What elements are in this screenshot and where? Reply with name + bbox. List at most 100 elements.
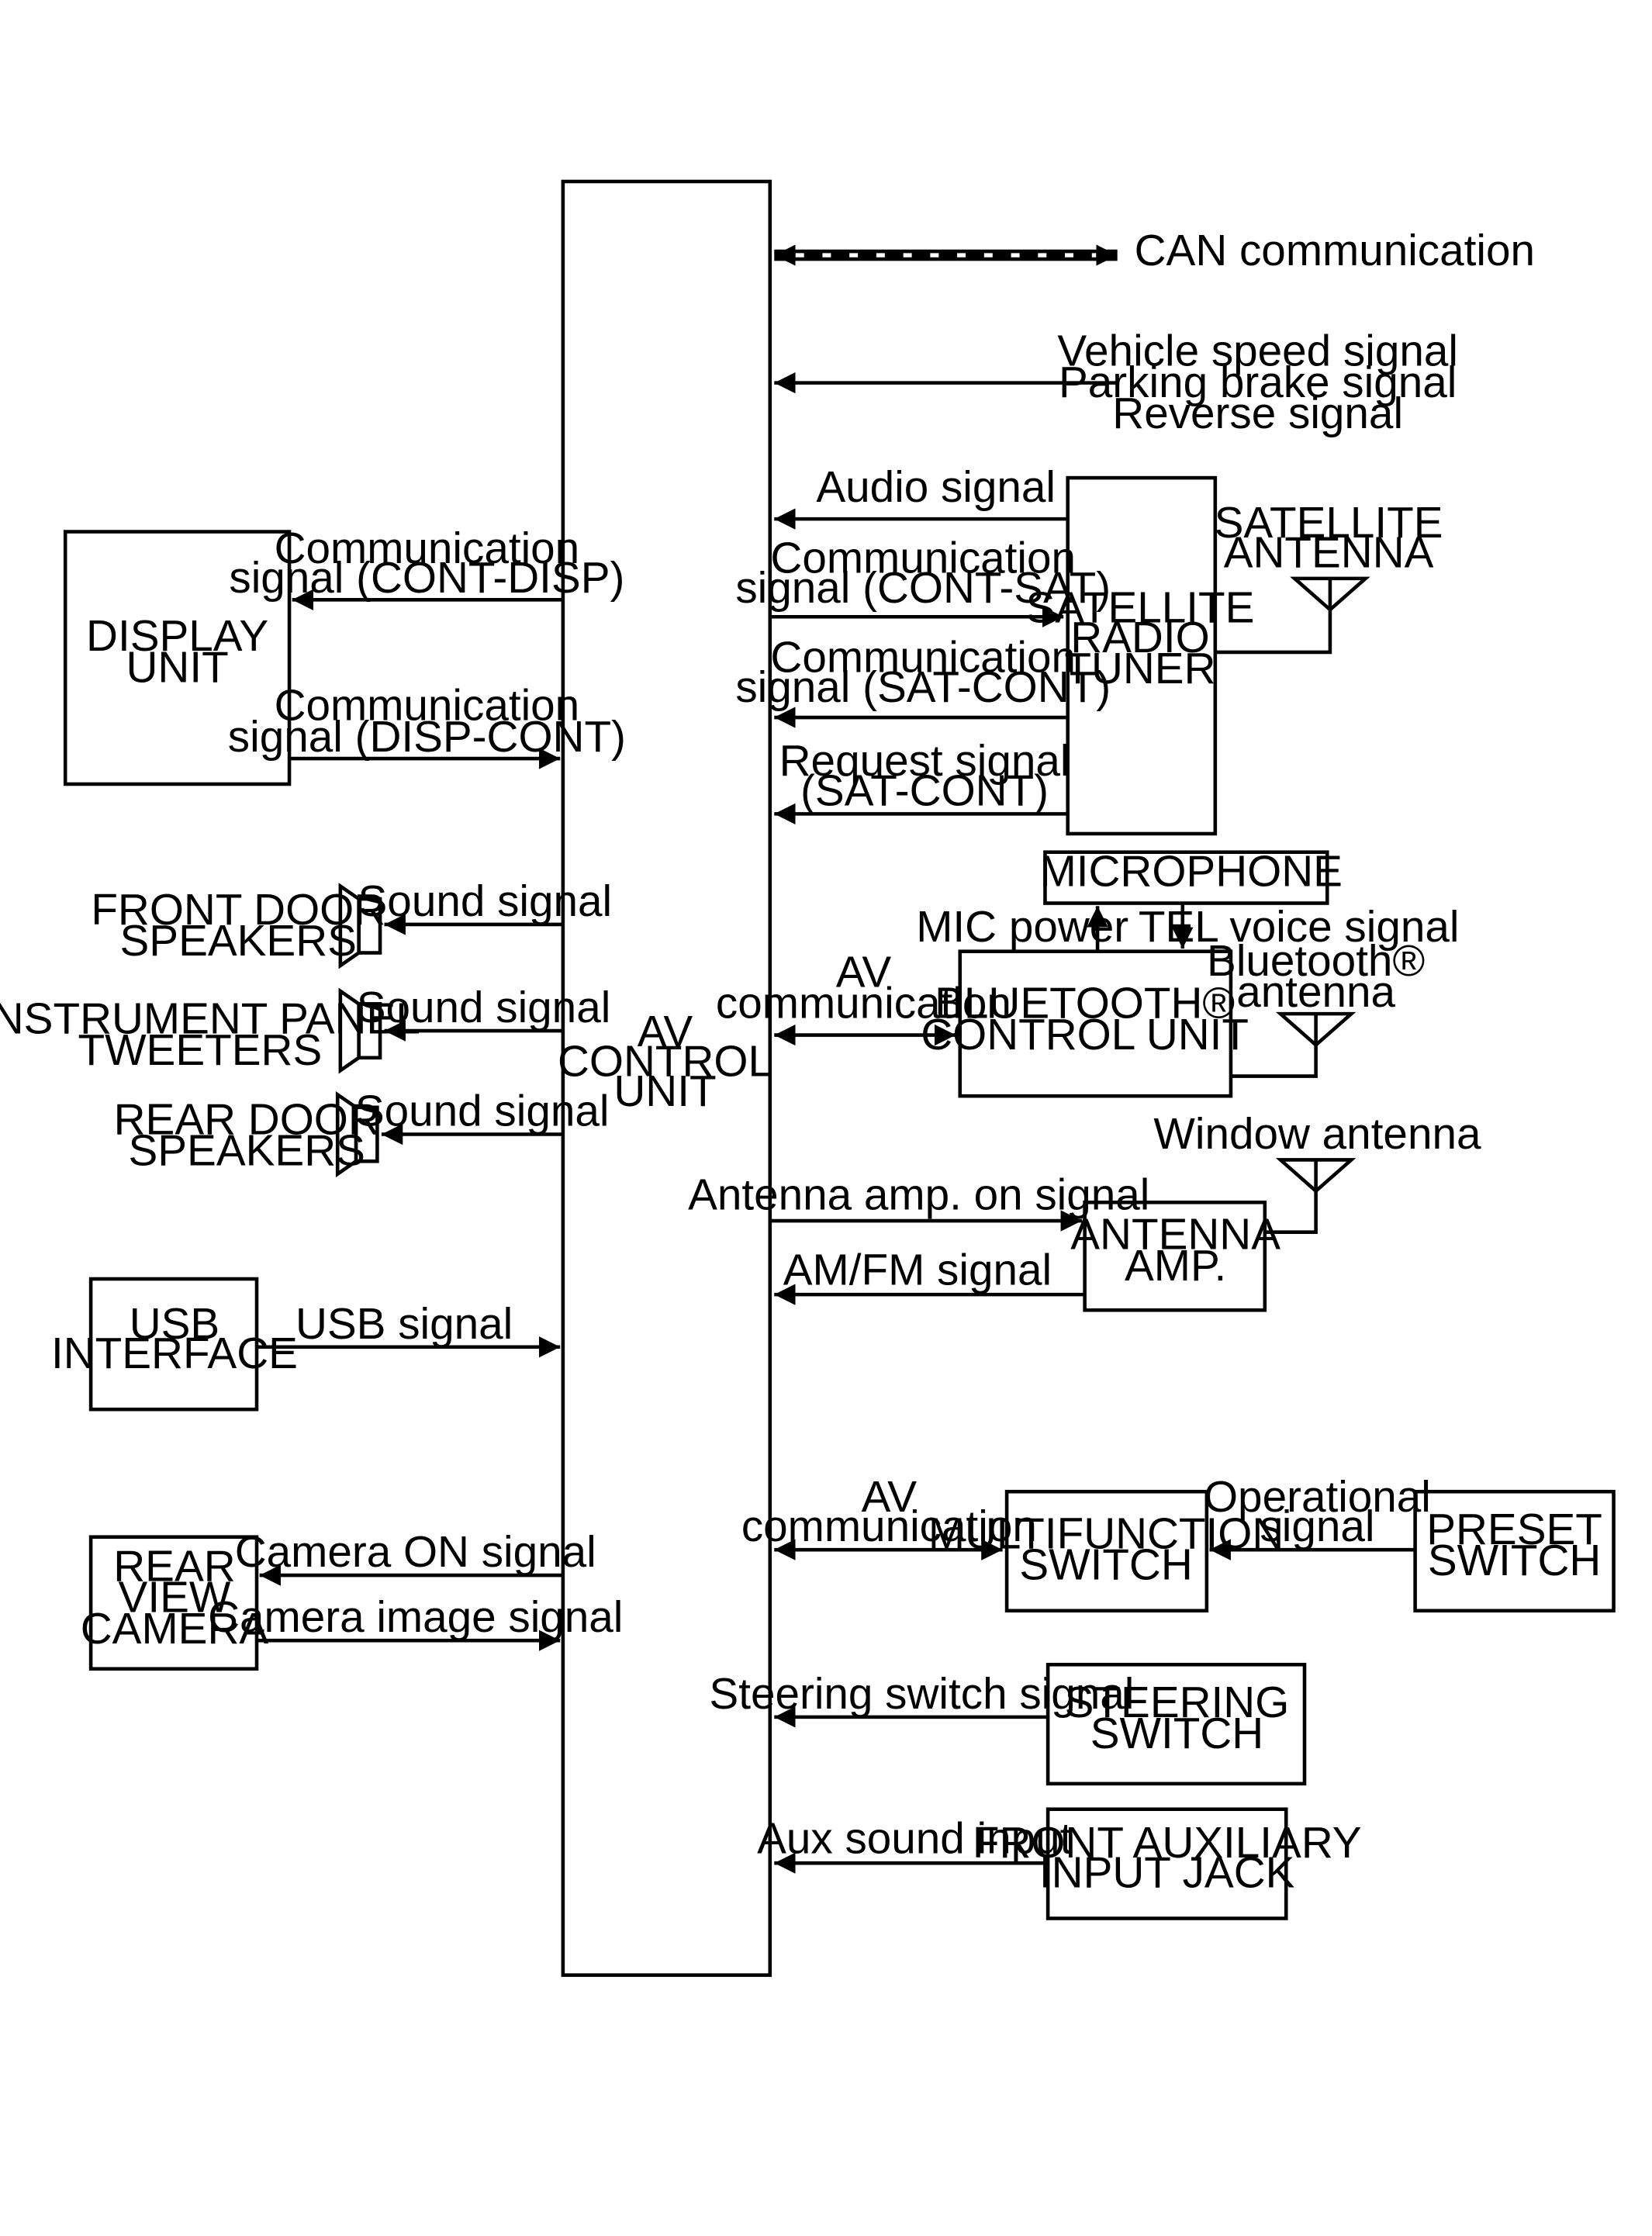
bluetooth-section: MICROPHONE BLUETOOTH®CONTROL UNIT MIC po…: [716, 848, 1460, 1098]
parking-brake-signal: Parking brake signal: [1059, 358, 1457, 407]
audio-signal-label: Audio signal: [816, 463, 1056, 512]
camera-line-2: VIEW: [119, 1574, 231, 1623]
mf-comm-label-1: AV: [862, 1473, 918, 1522]
bt-unit-line-1: BLUETOOTH®: [935, 980, 1235, 1028]
camera-on-label: Camera ON signal: [235, 1528, 596, 1577]
speaker-icon: [338, 987, 382, 1074]
steering-signal-label: Steering switch signal: [709, 1670, 1134, 1719]
speaker-icon: [335, 1090, 379, 1178]
mf-comm-label-2: communication: [741, 1502, 1037, 1551]
preset-line-2: SWITCH: [1428, 1536, 1601, 1585]
can-label: CAN communication: [1135, 226, 1535, 275]
amfm-label: AM/FM signal: [783, 1246, 1052, 1294]
can-communication: CAN communication: [774, 226, 1535, 275]
sat-antenna-line-2: ANTENNA: [1224, 528, 1434, 577]
tweeters-line-2: TWEETERS: [78, 1026, 322, 1075]
svg-text:Request signal(SAT-CONT): Request signal(SAT-CONT): [779, 737, 1070, 815]
sat-cont-label-2: signal (SAT-CONT): [735, 663, 1111, 712]
tel-voice-label: TEL voice signal: [1139, 903, 1460, 952]
antenna-amp-line-2: AMP.: [1125, 1242, 1226, 1291]
speaker-icon: [338, 883, 382, 969]
rear-door-speakers-line-1: REAR DOOR: [114, 1096, 380, 1145]
window-antenna: Window antenna: [1153, 1110, 1481, 1234]
disp-cont-label-2: signal (DISP-CONT): [228, 713, 626, 762]
bt-antenna-line-2: antenna: [1236, 968, 1395, 1017]
camera-line-1: REAR: [113, 1542, 235, 1591]
aux-sound-label: Aux sound input: [757, 1814, 1073, 1863]
tweeters-line-1: INSTRUMENT PANEL: [0, 995, 420, 1044]
microphone-box: [1043, 850, 1329, 905]
rear-door-speakers-line-2: SPEAKERS: [128, 1127, 365, 1176]
display-unit-line-1: DISPLAY: [86, 612, 268, 661]
bluetooth-antenna: Bluetooth®antenna: [1207, 937, 1425, 1078]
display-unit-line-2: UNIT: [126, 643, 229, 692]
front-door-sound-label: Sound signal: [358, 877, 613, 926]
av-control-unit-line-1: AV: [638, 1007, 693, 1056]
usb-line-2: INTERFACE: [51, 1329, 298, 1378]
tuner-line-3: TUNER: [1064, 645, 1215, 693]
cont-sat-label-2: signal (CONT-SAT): [735, 564, 1111, 613]
aux-line-2: INPUT JACK: [1039, 1848, 1295, 1897]
camera-image-label: Camera image signal: [208, 1593, 623, 1642]
av-control-unit-line-2: CONTROL: [558, 1038, 772, 1087]
multifunction-line-2: SWITCH: [1019, 1541, 1192, 1590]
request-label-1: Request signal: [779, 737, 1070, 786]
front-door-speakers-line-2: SPEAKERS: [120, 917, 357, 966]
bt-antenna-line-1: Bluetooth®: [1207, 937, 1425, 986]
rear-door-sound-label: Sound signal: [355, 1087, 610, 1136]
usb-line-1: USB: [130, 1300, 220, 1349]
tweeters-sound-label: Sound signal: [357, 983, 611, 1032]
svg-text:Bluetooth®antenna: Bluetooth®antenna: [1207, 937, 1425, 1017]
cont-disp-label-1: Communication: [275, 524, 580, 573]
svg-text:BLUETOOTH®CONTROL UNIT: BLUETOOTH®CONTROL UNIT: [921, 980, 1249, 1059]
antenna-amp-on-label: Antenna amp. on signal: [688, 1170, 1149, 1219]
front-door-speakers-line-1: FRONT DOOR: [91, 886, 385, 935]
sat-cont-label-1: Communication: [770, 634, 1076, 683]
tuner-line-1: SATELLITE: [1025, 584, 1254, 633]
bt-comm-label-2: communication: [716, 980, 1011, 1028]
av-control-unit-line-3: UNIT: [613, 1067, 716, 1116]
camera-line-3: CAMERA: [81, 1605, 269, 1654]
preset-line-1: PRESET: [1426, 1505, 1602, 1554]
op-signal-label-2: signal: [1260, 1502, 1374, 1551]
sat-antenna-line-1: SATELLITE: [1215, 499, 1443, 548]
op-signal-label-1: Operational: [1204, 1473, 1431, 1522]
mic-power-label: MIC power: [916, 903, 1128, 952]
antenna-amp-line-1: ANTENNA: [1070, 1211, 1280, 1260]
usb-signal-label: USB signal: [295, 1300, 513, 1349]
bt-comm-label-1: AV: [836, 948, 892, 997]
aux-line-1: FRONT AUXILIARY: [973, 1819, 1362, 1868]
reverse-signal: Reverse signal: [1112, 389, 1403, 438]
cont-disp-label-2: signal (CONT-DISP): [229, 554, 624, 603]
